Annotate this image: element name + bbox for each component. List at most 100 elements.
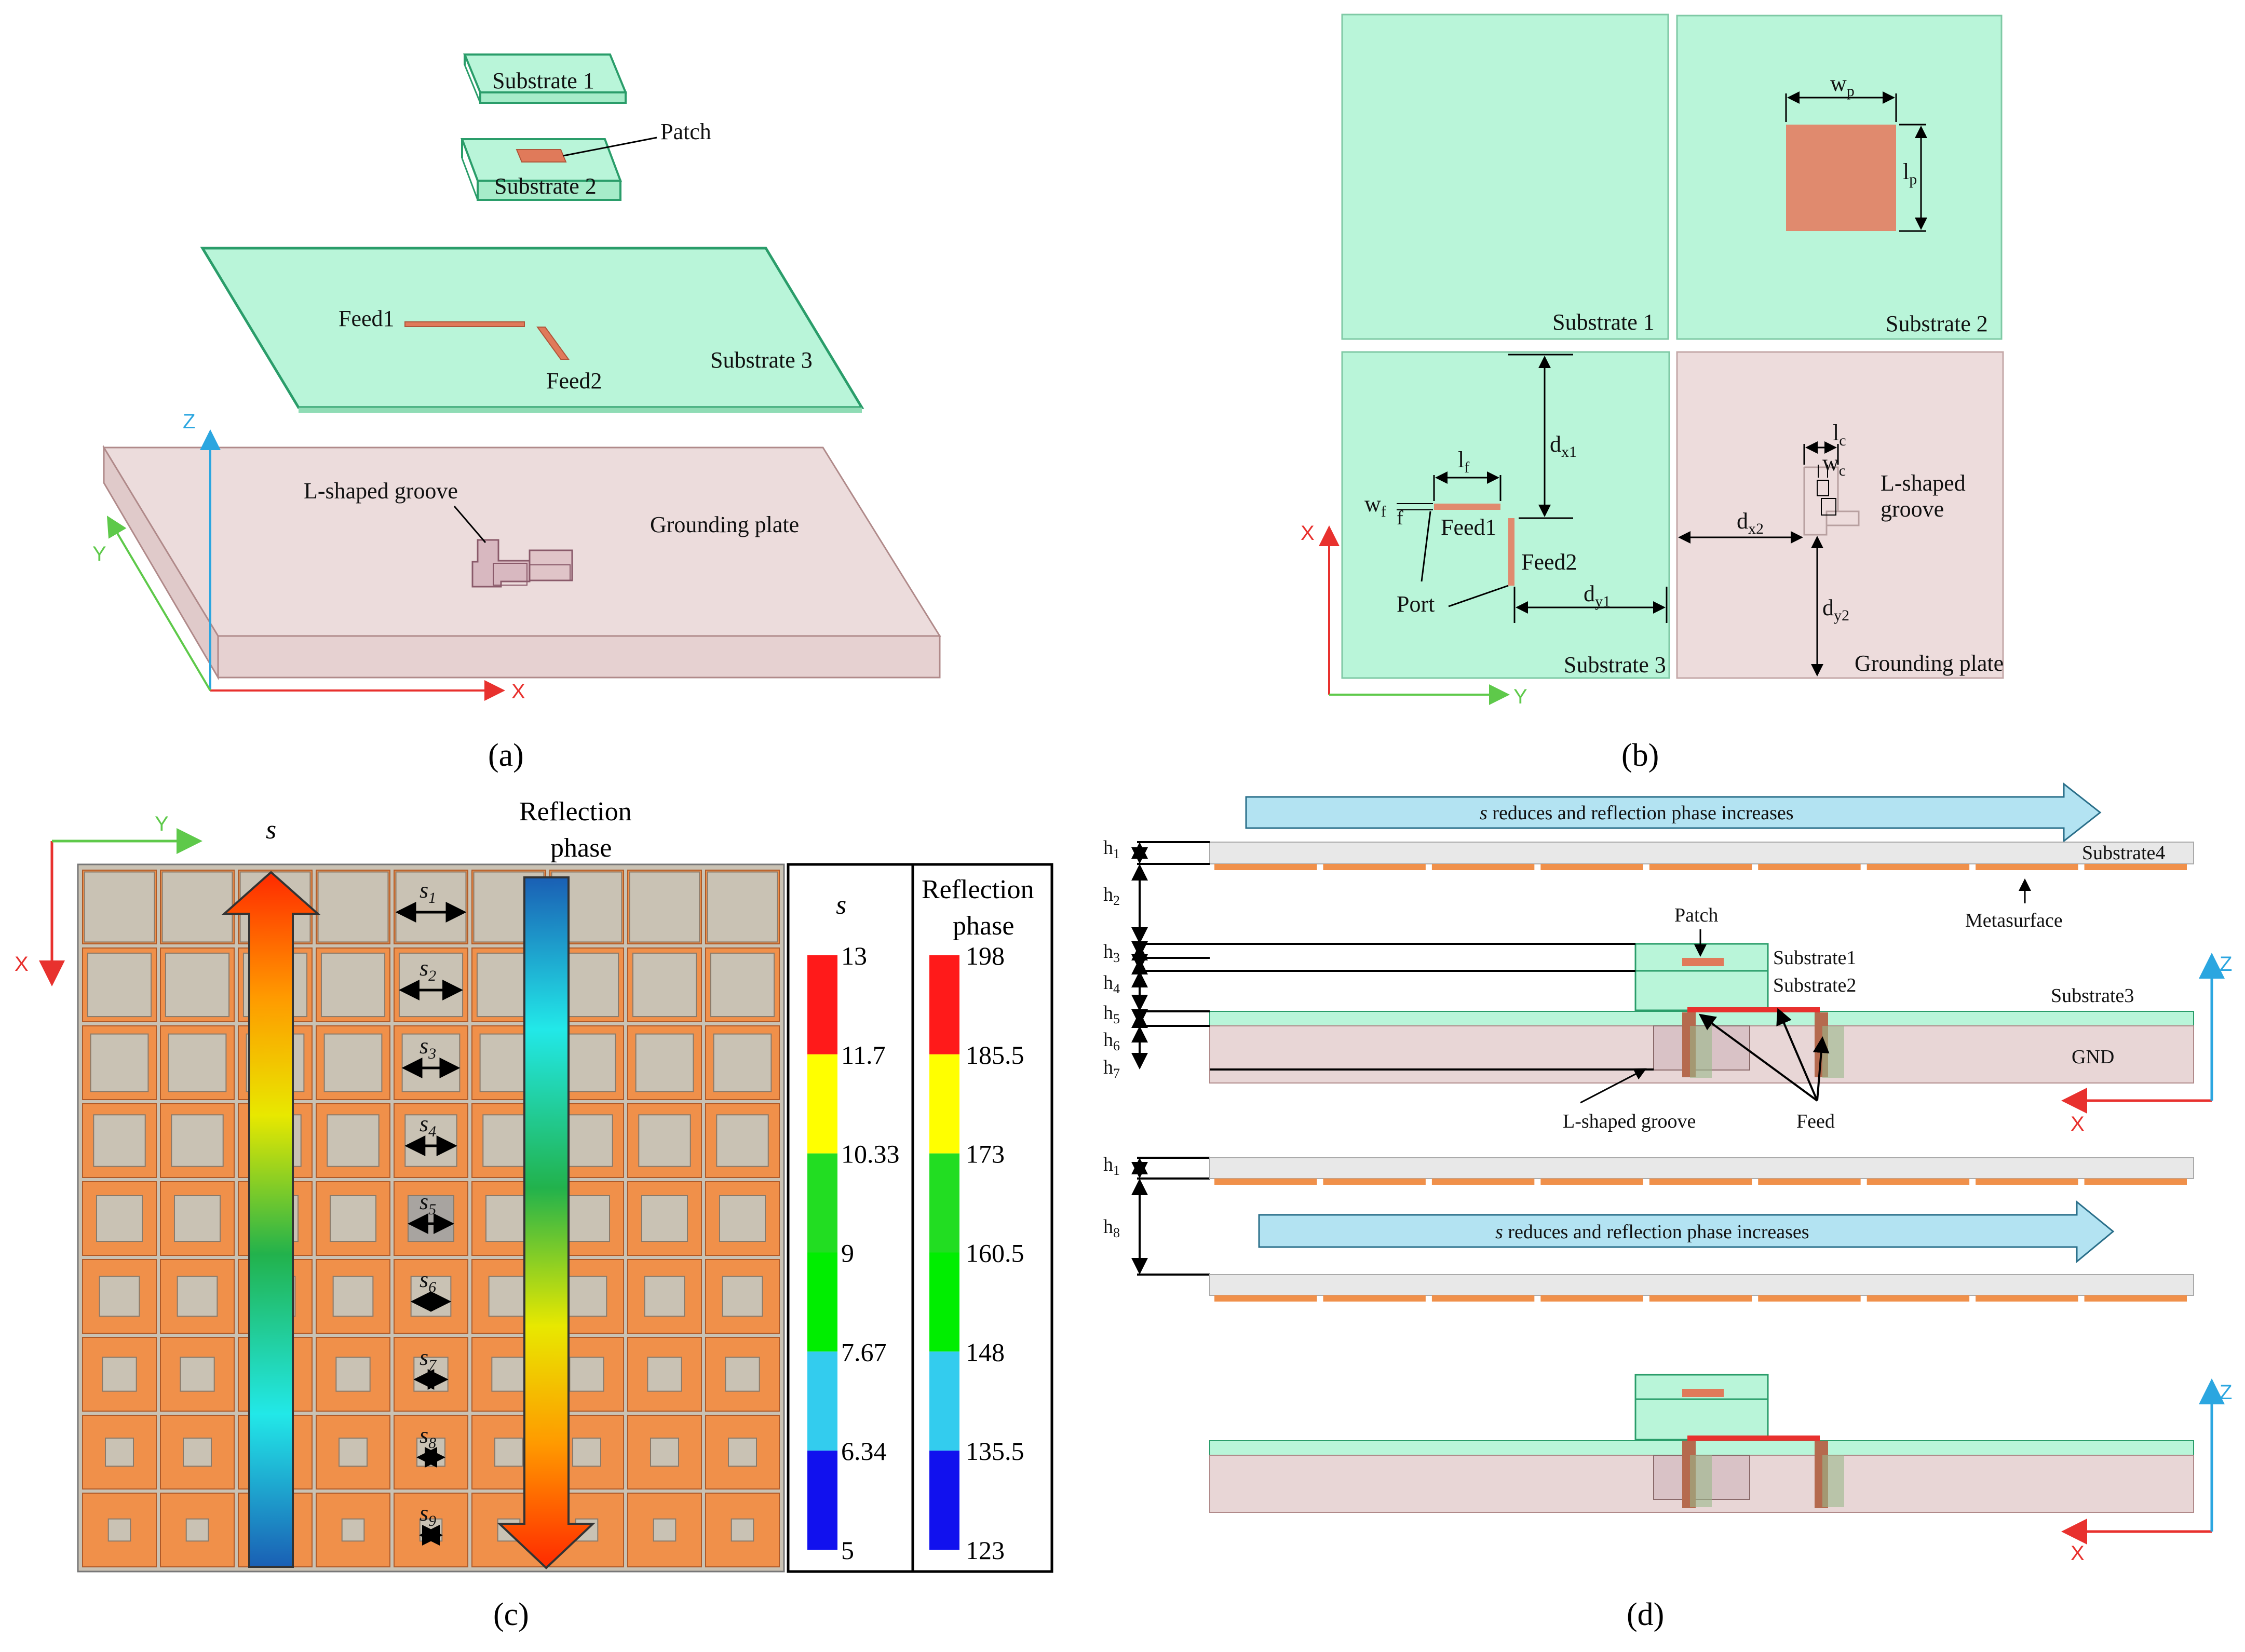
metasurface-strip [1867,1295,1970,1302]
unit-cell-inner-patch [323,1033,383,1092]
patch-label: Patch [660,119,711,144]
unit-cell-inner-patch [341,1518,365,1542]
wf-sub-f: f [1397,507,1403,529]
unit-cell-inner-patch [494,1438,523,1467]
metasurface-strip [1976,1179,2078,1185]
s-gradient-arrow [221,871,321,1568]
substrate-3-top [1341,351,1670,679]
dy1-label: dy1 [1584,581,1611,610]
substrate-2-3d [461,138,622,201]
colorbar-s-title: s [836,890,846,920]
h-dimension-label: h6 [1103,1029,1120,1053]
substrate4-upper [1209,1157,2194,1179]
substrate-3-label: Substrate 3 [710,347,813,373]
dy2-label: dy2 [1822,595,1849,624]
s-dimension-label: s8 [420,1423,436,1452]
grounding-plate-label: Grounding plate [650,512,799,537]
colorbar-tick-label: 148 [966,1337,1005,1366]
feed-top-line [1687,1007,1820,1012]
wf-label: wf [1364,491,1386,520]
lp-label: lp [1903,159,1917,188]
caption-a: (a) [488,738,524,773]
unit-cell-inner-patch [629,871,700,943]
unit-cell-inner-patch [317,871,389,943]
colorbar-segment [807,1252,837,1352]
caption-d: (d) [1627,1597,1664,1632]
substrate3-side-b [1209,1440,2194,1456]
unit-cell-inner-patch [105,1438,134,1467]
unit-cell-inner-patch [161,871,233,943]
metasurface-strip [1867,864,1970,870]
unit-cell-inner-patch [102,1357,137,1392]
h-dimension-label: h1 [1103,1154,1120,1178]
unit-cell-inner-patch [84,871,155,943]
dx1-label: dx1 [1550,431,1577,461]
colorbar-phase-title-1: Reflection [922,875,1034,904]
colorbar-tick-label: 123 [966,1536,1005,1565]
phase-gradient-arrow [496,876,596,1569]
metasurface-strip [1214,1179,1317,1185]
unit-cell [316,1337,390,1412]
h-dimension-label: h7 [1103,1057,1120,1081]
b-feed2-label: Feed2 [1521,549,1577,575]
d-gnd-label: GND [2072,1046,2114,1068]
unit-cell [394,1415,468,1489]
h-dimension-label: h5 [1103,1002,1120,1026]
colorbar-tick-label: 160.5 [966,1239,1024,1268]
unit-cell-inner-patch [173,1195,221,1242]
b-substrate-2-label: Substrate 2 [1886,311,1988,336]
s-dimension-label: s4 [420,1111,436,1140]
panel-a: Substrate 1 Substrate 2 Patch Feed1 Feed… [92,53,941,773]
unit-cell-inner-patch [647,1357,682,1392]
unit-cell-inner-patch [320,952,386,1018]
d-substrate2-label: Substrate2 [1773,974,1856,996]
unit-cell-inner-patch [491,1357,526,1392]
substrate3-side [1209,1011,2194,1026]
groove-leader [453,506,486,543]
unit-cell-inner-patch [332,1276,374,1317]
d-groove-label: L-shaped groove [1563,1111,1696,1132]
dx2-label: dx2 [1737,508,1764,537]
unit-cell-inner-patch [632,952,697,1018]
unit-cell-inner-patch [99,1276,140,1317]
colorbar-tick-label: 173 [966,1140,1005,1169]
unit-cell-inner-patch [644,1276,685,1317]
metasurface-strip [1540,864,1643,870]
unit-cell-inner-patch [650,1438,679,1467]
wp-label: wp [1830,71,1855,100]
unit-cell-inner-patch [165,952,230,1018]
unit-cell-inner-patch [716,1114,769,1167]
metasurface-strip [1431,864,1535,870]
grounding-plate-3d [102,444,941,681]
unit-cell [627,1493,702,1567]
s-arrow-label: s [266,815,276,845]
s-dimension-label: s7 [420,1345,437,1374]
unit-cell-inner-patch [713,1033,772,1092]
lc-label: lc [1833,420,1846,449]
s-dimension-label: s3 [420,1033,436,1062]
unit-cell-inner-patch [180,1357,215,1392]
patch-leader [563,137,657,157]
unit-cell-inner-patch [87,952,152,1018]
metasurface-strip [1323,1179,1426,1185]
unit-cell-inner-patch [185,1518,209,1542]
unit-cell-inner-patch [488,1276,530,1317]
b-groove-line2: groove [1881,496,1944,522]
h-dimension-label: h8 [1103,1216,1120,1240]
metasurface-strip [2084,864,2187,870]
colorbar-tick-label: 13 [841,941,867,970]
substrate-1-3d [463,53,627,104]
unit-cell-inner-patch [566,1276,607,1317]
metasurface-strip [1976,1295,2078,1302]
axis-x-label-c: X [15,953,29,976]
metasurface-strip [1758,864,1861,870]
unit-cell-inner-patch [398,952,464,1018]
unit-cell-inner-patch [177,1276,218,1317]
trend-arrow-top [1245,782,2102,843]
metasurface-strip [1758,1179,1861,1185]
h-dimension-label: h2 [1103,884,1120,908]
d-feed-label: Feed [1796,1111,1835,1132]
colorbar-segment [807,1351,837,1451]
